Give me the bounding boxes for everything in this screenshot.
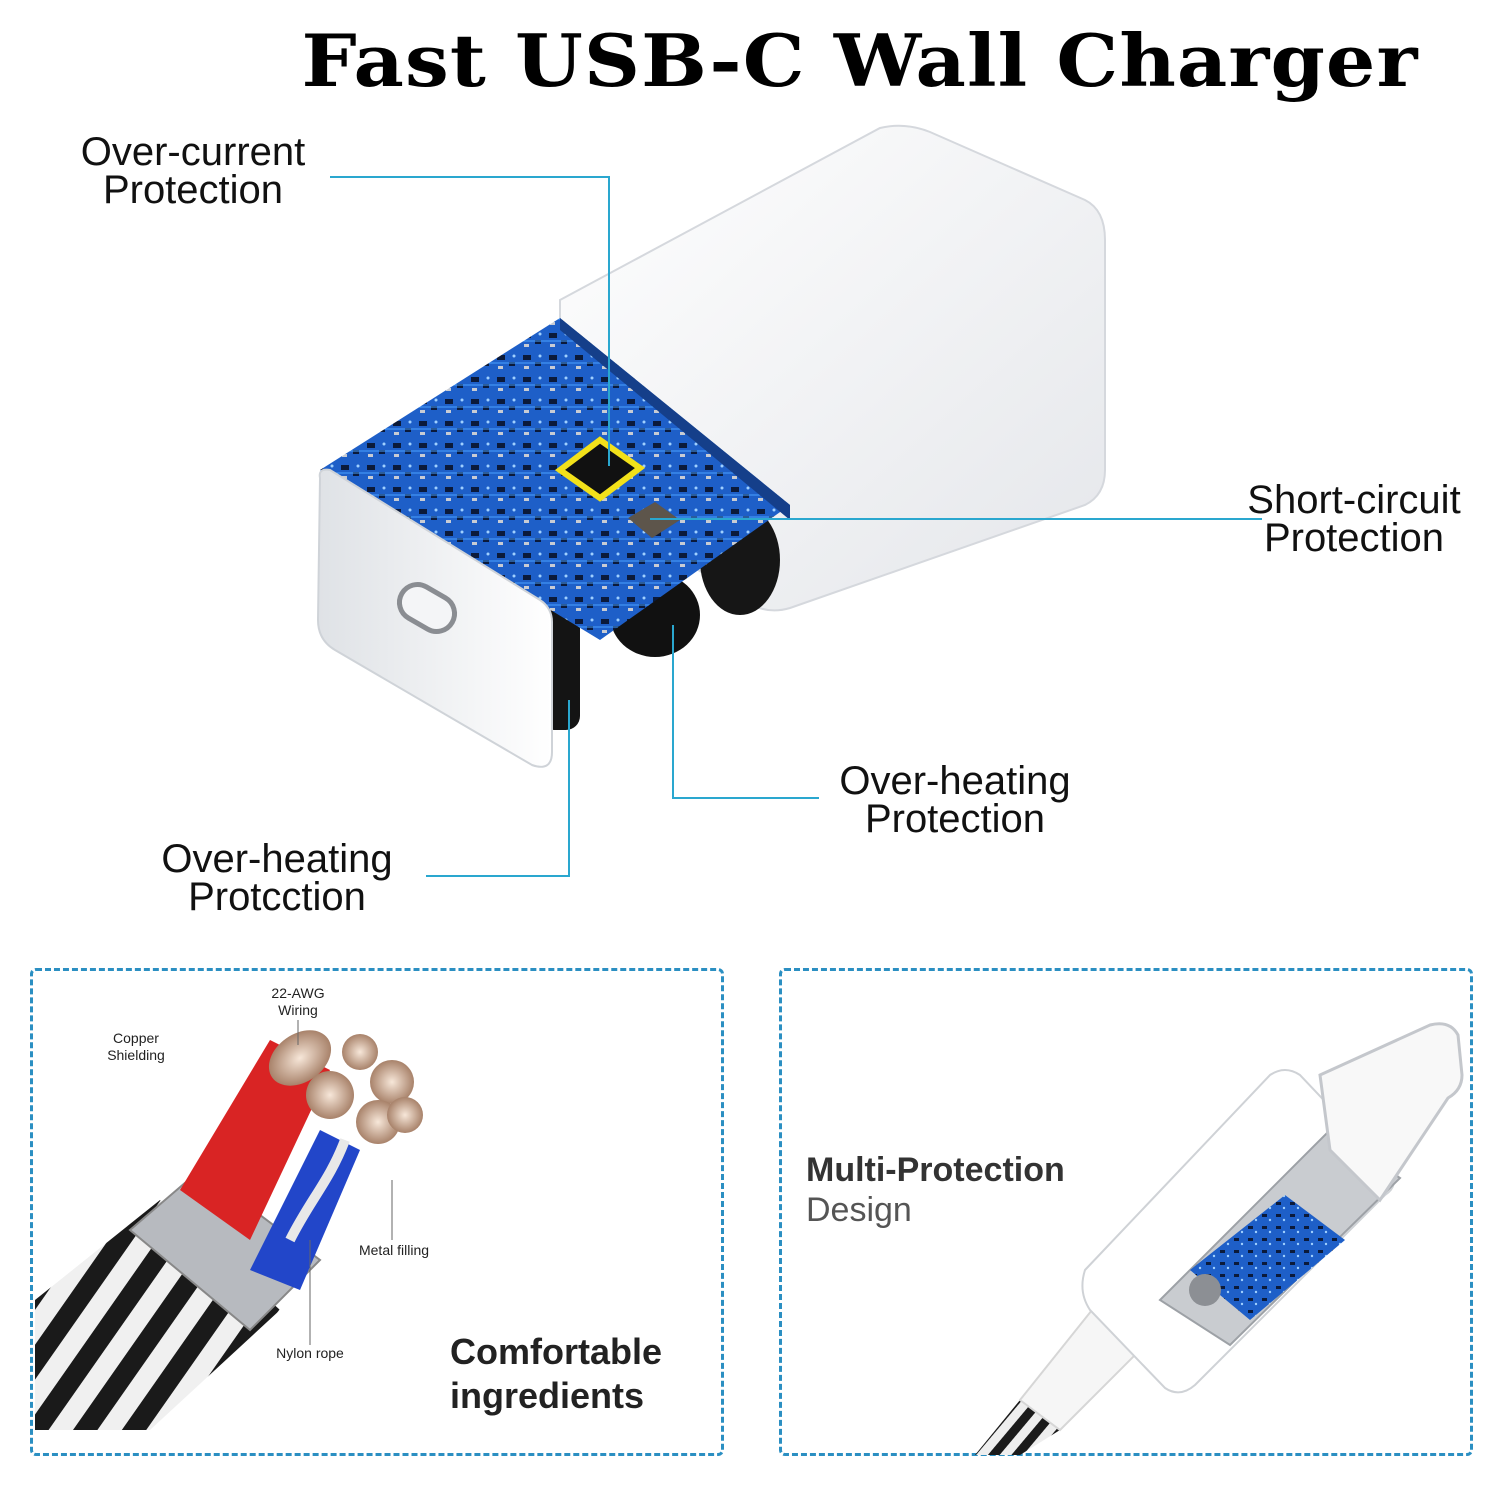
- label-nylon-rope: Nylon rope: [276, 1345, 344, 1361]
- callout-over-heating-left-line2: Protcction: [188, 875, 366, 919]
- label-22awg-line1: 22-AWG: [271, 985, 325, 1001]
- multi-protection-light: Design: [806, 1191, 912, 1229]
- label-metal-filling: Metal filling: [358, 1242, 430, 1258]
- callout-short-circuit-line2: Protection: [1263, 516, 1445, 560]
- callout-over-heating-right-line1: Over-heating: [839, 759, 1071, 803]
- callout-over-heating-left-line1: Over-heating: [161, 837, 393, 881]
- callout-over-heating-right-line2: Protection: [864, 797, 1046, 841]
- callout-over-heating-right: Over-heating Protection: [822, 759, 1088, 841]
- callout-over-current-line1: Over-current: [80, 130, 306, 174]
- callout-over-current-line2: Protection: [102, 168, 284, 212]
- multi-protection-bold: Multi-Protection: [806, 1151, 1065, 1189]
- connector-panel: [779, 968, 1473, 1456]
- multi-protection-title: Multi-Protection Design: [806, 1150, 1126, 1230]
- leader-over-current-h: [330, 176, 610, 178]
- leader-over-heating-right: [672, 625, 819, 799]
- callout-over-heating-left: Over-heating Protcction: [144, 837, 410, 919]
- cable-panel: [30, 968, 724, 1456]
- leader-over-current-v: [608, 176, 610, 466]
- page-title: Fast USB-C Wall Charger: [301, 18, 1419, 103]
- cable-caption-line1: Comfortable: [450, 1331, 663, 1372]
- label-copper-line1: Copper: [113, 1030, 159, 1046]
- cable-caption-line2: ingredients: [450, 1375, 645, 1416]
- leader-short-circuit: [650, 518, 1262, 520]
- label-22awg-line2: Wiring: [278, 1002, 318, 1018]
- callout-short-circuit-line1: Short-circuit: [1247, 478, 1461, 522]
- label-copper-shielding: Copper Shielding: [96, 1030, 176, 1064]
- label-22awg-wiring: 22-AWG Wiring: [258, 985, 338, 1019]
- callout-over-current: Over-current Protection: [62, 130, 324, 212]
- cable-panel-caption: Comfortable ingredients: [450, 1330, 710, 1418]
- callout-short-circuit: Short-circuit Protection: [1226, 478, 1482, 560]
- label-copper-line2: Shielding: [107, 1047, 165, 1063]
- leader-over-heating-left: [426, 700, 570, 877]
